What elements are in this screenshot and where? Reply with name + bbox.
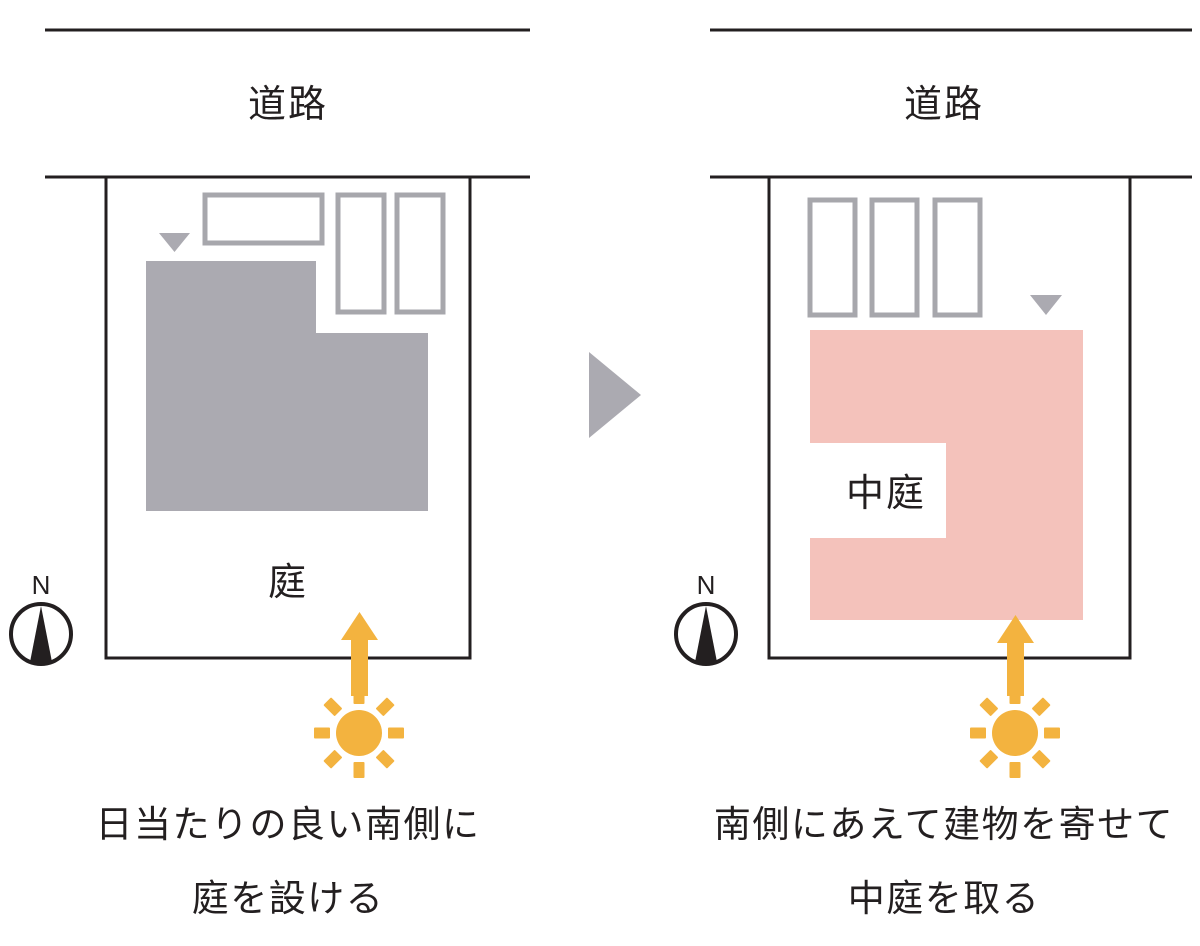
parking-space-after-3 xyxy=(932,197,983,318)
panel-after: 道路 中庭 xyxy=(674,28,1192,919)
caption-line-2-after: 中庭を取る xyxy=(848,878,1041,919)
site-plot-boundary-before xyxy=(104,177,472,660)
compass-label-after: N xyxy=(697,570,716,600)
sun-direction-arrow-after xyxy=(997,615,1034,696)
compass-needle-before xyxy=(30,606,52,662)
road-label-after: 道路 xyxy=(904,84,984,126)
compass-north-icon-before: N xyxy=(9,570,73,666)
parking-space-before-3 xyxy=(394,192,446,315)
building-footprint-after xyxy=(810,330,1083,620)
building-footprint-before xyxy=(146,261,428,511)
sun-direction-arrow-before xyxy=(341,612,378,696)
compass-north-icon-after: N xyxy=(674,570,738,666)
compass-needle-after xyxy=(695,606,717,662)
open-space-label-after: 中庭 xyxy=(846,473,926,515)
entrance-triangle-icon-after xyxy=(1030,295,1062,315)
compass-label-before: N xyxy=(32,570,51,600)
panel-before: 道路 庭 xyxy=(9,28,530,919)
sun-icon-after xyxy=(970,688,1060,778)
parking-space-after-2 xyxy=(869,197,920,318)
caption-line-1-before: 日当たりの良い南側に xyxy=(96,804,481,845)
parking-space-before-1 xyxy=(202,192,325,246)
parking-space-after-1 xyxy=(807,197,858,318)
caption-line-1-after: 南側にあえて建物を寄せて xyxy=(714,804,1174,845)
entrance-triangle-icon-before xyxy=(159,233,190,252)
road-label-before: 道路 xyxy=(248,84,328,126)
right-triangle-arrow-icon xyxy=(589,352,641,438)
caption-line-2-before: 庭を設ける xyxy=(192,878,385,919)
parking-space-before-2 xyxy=(335,192,387,315)
sun-icon-before xyxy=(314,688,404,778)
open-space-label-before: 庭 xyxy=(268,562,308,604)
site-plot-boundary-after xyxy=(767,177,1132,660)
